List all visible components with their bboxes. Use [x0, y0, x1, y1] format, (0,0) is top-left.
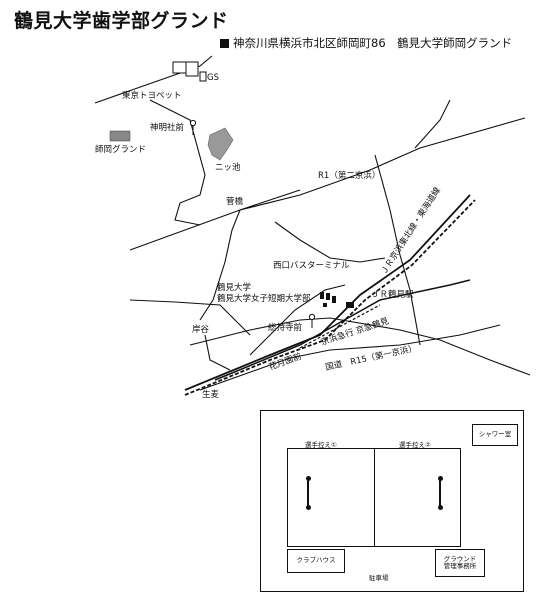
ground-marker [109, 130, 131, 142]
pond [207, 127, 234, 161]
railways [184, 194, 476, 396]
station-marker [346, 302, 354, 308]
field-center-line [374, 449, 375, 546]
shower-room: シャワー室 [472, 424, 518, 446]
label-toyopet: 東京トヨペット [122, 90, 182, 101]
toyopet-building-a [172, 61, 188, 74]
sojiji-icon [308, 313, 316, 321]
ground-office: グラウンド 管理事務所 [435, 549, 485, 577]
ground-layout: シャワー室 選手控え① 選手控え② クラブハウス グラウンド 管理事務所 駐車場 [260, 410, 524, 592]
address-line: 神奈川県横浜市北区師岡町86 鶴見大学師岡グランド [220, 35, 512, 51]
label-college: 鶴見大学女子短期大学部 [217, 293, 311, 304]
road-south [189, 317, 531, 376]
road-r1 [129, 117, 526, 251]
road-shrine [149, 99, 206, 226]
goal-left [307, 479, 309, 507]
page-title: 鶴見大学歯学部グランド [14, 10, 229, 32]
goal-right-bottom [438, 505, 443, 510]
parking-label: 駐車場 [369, 574, 389, 582]
road-r15 [199, 324, 501, 391]
goal-right-top [438, 476, 443, 481]
label-jr-line: ＪＲ京浜東北線・東海道線 [378, 185, 443, 277]
access-map: GS 東京トヨペット 神明社前 師岡グランド ニッ池 R1（第二京浜） 菅橋 西… [94, 55, 531, 400]
goal-right [439, 479, 441, 507]
bench2-label: 選手控え② [399, 441, 431, 449]
road-north-east [414, 99, 451, 149]
shower-room-label: シャワー室 [478, 430, 512, 439]
road-kishiya [204, 334, 231, 371]
label-bridge: 菅橋 [226, 196, 244, 207]
clubhouse-label: クラブハウス [296, 556, 336, 565]
keikyu-line-b [299, 304, 381, 349]
ground-office-label-1: グラウンド [443, 554, 477, 563]
label-sojiji: 総持寺前 [268, 322, 303, 333]
toyopet-building-b [185, 61, 199, 77]
label-bus-terminal: 西口バスターミナル [273, 261, 350, 271]
label-university: 鶴見大学 [217, 282, 252, 293]
road-r1-b [239, 189, 301, 211]
road-west [129, 299, 251, 336]
keikyu-line [214, 279, 471, 381]
label-kishiya: 岸谷 [192, 325, 210, 335]
road-toyopet [94, 55, 213, 104]
bullet-square-icon [220, 39, 229, 48]
road-station [374, 154, 421, 346]
goal-left-top [306, 476, 311, 481]
label-gs: GS [207, 73, 219, 83]
label-keikyu: 京浜急行 京急鶴見 [320, 315, 391, 347]
ground-office-label-2: 管理事務所 [443, 562, 477, 570]
road-sojiji [249, 284, 346, 356]
clubhouse: クラブハウス [287, 549, 345, 573]
playing-field [287, 448, 461, 547]
label-namamugi: 生麦 [202, 389, 220, 400]
label-jr-station: ＪＲ鶴見駅 [371, 289, 414, 300]
address-text: 神奈川県横浜市北区師岡町86 鶴見大学師岡グランド [233, 36, 513, 50]
gs-building [199, 71, 207, 82]
label-r1: R1（第二京浜） [318, 170, 380, 181]
road-east-r1 [274, 221, 386, 263]
goal-left-bottom [306, 505, 311, 510]
label-shrine: 神明社前 [150, 122, 185, 133]
jr-line [184, 194, 471, 391]
shrine-icon [189, 119, 197, 127]
road-bridge [199, 209, 241, 321]
label-ground: 師岡グランド [95, 144, 146, 155]
label-pond: ニッ池 [215, 162, 241, 173]
university-buildings [320, 292, 336, 307]
bench1-label: 選手控え① [305, 441, 337, 449]
roads [94, 55, 531, 391]
